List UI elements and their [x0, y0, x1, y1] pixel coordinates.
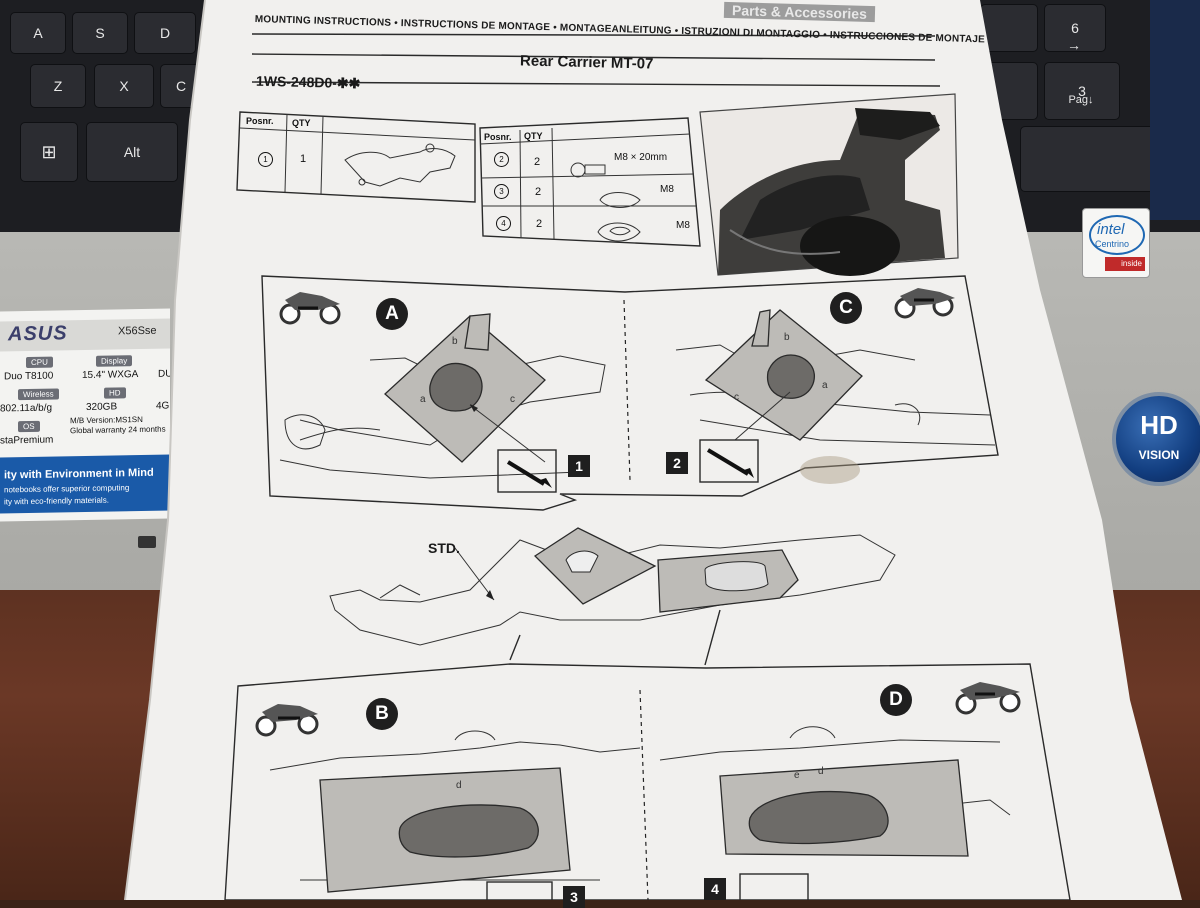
step-1-number: 1	[568, 455, 590, 477]
table2-row1-pos-value: 2	[494, 152, 509, 167]
cutter-tool-box-2	[699, 439, 759, 483]
hd-badge-hd: HD	[1140, 410, 1178, 440]
key-blank-right	[980, 4, 1038, 52]
centrino-wordmark: Centrino	[1095, 239, 1130, 249]
table2-row2-pos: 3	[494, 184, 509, 199]
key-x: X	[94, 64, 154, 108]
step-d-marker: D	[880, 684, 912, 716]
step-2-number: 2	[666, 452, 688, 474]
intel-centrino-sticker: intel Centrino inside	[1082, 208, 1150, 278]
table2-row3-pos-value: 4	[496, 216, 511, 231]
key-z: Z	[30, 64, 86, 108]
diagram-b-drawing	[269, 730, 641, 900]
part-letter-b-c: b	[784, 332, 790, 343]
part-letter-b-a: b	[452, 336, 458, 347]
bike-arrow-icon-b	[255, 704, 319, 737]
intel-inside-tag: inside	[1105, 257, 1145, 271]
table2-row1-pos: 2	[494, 152, 509, 167]
title-rule	[251, 81, 941, 87]
key-enter-area	[1020, 126, 1162, 192]
key-s: S	[72, 12, 128, 54]
step-b-marker: B	[366, 698, 398, 730]
cutter-tool-box-1	[497, 449, 557, 493]
bike-arrow-icon-a	[279, 292, 341, 325]
diagram-frame-bottom	[224, 663, 1071, 900]
intel-wordmark: intel	[1097, 221, 1125, 238]
key-3-label: 3	[1078, 83, 1086, 99]
header-rule-2	[251, 53, 936, 61]
laptop-side-blue	[1150, 0, 1200, 220]
table2-row1-spec: M8 × 20mm	[614, 152, 668, 163]
diagram-c-drawing	[675, 309, 996, 484]
diagram-a-drawing	[279, 313, 606, 479]
motorcycle-photo	[699, 93, 959, 276]
part-letter-c-a: c	[510, 394, 515, 405]
table2-row3-pos: 4	[496, 216, 511, 231]
bike-arrow-icon-d	[955, 682, 1021, 715]
table2-row1-qty: 2	[534, 156, 541, 168]
table1-row1-pos: 1	[258, 152, 273, 167]
table1-row1-qty: 1	[300, 153, 307, 165]
parts-table-1	[236, 111, 476, 203]
key-alt: Alt	[86, 122, 178, 182]
paper-sheet	[125, 0, 1182, 900]
part-letter-a-c: a	[822, 380, 828, 391]
key-pagdn: Pag↓	[1068, 94, 1094, 106]
part-letter-a-a: a	[420, 394, 426, 405]
table2-row3-qty: 2	[536, 218, 543, 230]
part-number: 1WS-248D0-✱✱	[255, 72, 361, 92]
step-a-marker: A	[376, 298, 408, 330]
key-3: 3	[1044, 62, 1120, 120]
table2-row2-spec: M8	[660, 184, 674, 195]
step-3-number: 3	[563, 886, 585, 908]
part-letter-d-d: d	[818, 766, 824, 777]
diagram-frame-top	[261, 275, 999, 511]
diagram-d-drawing	[659, 726, 1011, 900]
std-label: STD.	[428, 540, 460, 556]
key-d: D	[134, 12, 196, 54]
table1-header-posnr: Posnr.	[246, 116, 274, 126]
table2-row3-spec: M8	[676, 220, 690, 231]
diagram-std-drawing	[329, 527, 896, 646]
windows-logo-icon: ⊞	[41, 141, 57, 162]
intel-ring-icon	[1089, 215, 1145, 255]
laptop-led	[138, 536, 156, 548]
part-letter-e-d: e	[794, 770, 800, 781]
hd-vision-badge: HD VISION	[1112, 392, 1200, 486]
header-rule-1	[251, 33, 936, 37]
step-4-number: 4	[704, 878, 726, 900]
part-letter-d-b: d	[456, 780, 462, 791]
bike-arrow-icon-c	[894, 288, 955, 319]
windows-key: ⊞	[20, 122, 78, 182]
step-c-marker: C	[830, 292, 862, 324]
table2-header-posnr: Posnr.	[484, 132, 512, 142]
table2-row2-pos-value: 3	[494, 184, 509, 199]
parts-table-2	[479, 117, 701, 247]
key-a: A	[10, 12, 66, 54]
table2-header-qty: QTY	[524, 131, 543, 141]
key-6: 6	[1044, 4, 1106, 52]
table1-header-qty: QTY	[292, 118, 311, 128]
document-title: Rear Carrier MT-07	[519, 52, 654, 73]
hd-badge-vision: VISION	[1138, 448, 1180, 462]
key-arrow-right: →	[1067, 37, 1081, 53]
table1-row1-pos-value: 1	[258, 152, 273, 167]
part-letter-c-c: c	[734, 392, 739, 403]
table2-row2-qty: 2	[535, 186, 542, 198]
